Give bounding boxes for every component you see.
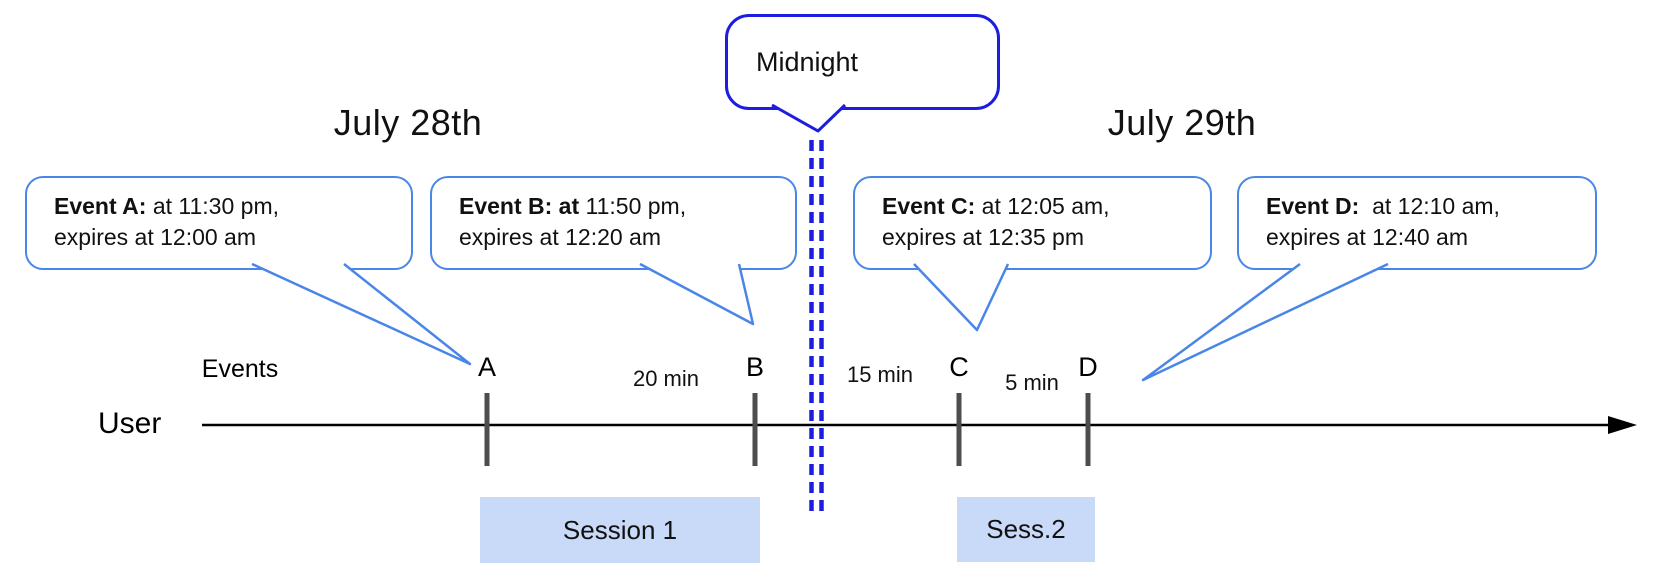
tick-label-a: A [477, 352, 496, 382]
user-axis-label: User [98, 407, 162, 440]
event-a-callout-tail [251, 262, 472, 366]
event-d-title: Event D: [1266, 193, 1360, 219]
event-b-title: Event B: at [459, 193, 580, 219]
timeline-arrowhead-icon [1608, 416, 1637, 434]
event-b-expiry: expires at 12:20 am [459, 224, 662, 250]
event-c-line1: Event C: at 12:05 am, [882, 191, 1200, 222]
event-a-time: at 11:30 pm, [146, 193, 279, 219]
event-a-line1: Event A: at 11:30 pm, [54, 191, 401, 222]
date-title-july-28: July 28th [333, 102, 483, 143]
event-b-callout: Event B: at 11:50 pm, expires at 12:20 a… [430, 176, 797, 270]
interval-label-15min: 15 min [846, 362, 914, 387]
event-b-time: 11:50 pm, [579, 193, 687, 219]
event-b-callout-tail [639, 262, 755, 326]
event-d-callout: Event D: at 12:10 am, expires at 12:40 a… [1237, 176, 1597, 270]
event-c-expiry: expires at 12:35 pm [882, 224, 1085, 250]
session-1-label: Session 1 [562, 514, 678, 545]
event-a-callout: Event A: at 11:30 pm, expires at 12:00 a… [25, 176, 413, 270]
session-1-bar: Session 1 [480, 497, 760, 563]
tick-label-d: D [1078, 352, 1098, 382]
event-a-title: Event A: [54, 193, 147, 219]
session-2-bar: Sess.2 [957, 497, 1095, 562]
event-c-callout-tail [913, 263, 1010, 332]
date-title-july-29: July 29th [1107, 102, 1257, 143]
event-c-time: at 12:05 am, [975, 193, 1110, 219]
session-2-label: Sess.2 [986, 514, 1066, 544]
midnight-callout-label: Midnight [756, 46, 859, 77]
interval-label-5min: 5 min [1005, 370, 1059, 395]
event-c-title: Event C: [882, 193, 976, 219]
event-d-line1: Event D: at 12:10 am, [1266, 191, 1585, 222]
interval-label-20min: 20 min [632, 366, 700, 391]
event-d-callout-tail [1141, 262, 1389, 382]
event-a-expiry: expires at 12:00 am [54, 224, 257, 250]
event-c-callout: Event C: at 12:05 am, expires at 12:35 p… [853, 176, 1212, 270]
midnight-callout: Midnight [725, 14, 1000, 110]
event-b-line1: Event B: at 11:50 pm, [459, 191, 785, 222]
event-d-expiry: expires at 12:40 am [1266, 224, 1469, 250]
event-d-time: at 12:10 am, [1359, 193, 1500, 219]
tick-label-b: B [745, 352, 764, 382]
tick-label-c: C [949, 352, 969, 382]
events-axis-label: Events [201, 355, 279, 383]
